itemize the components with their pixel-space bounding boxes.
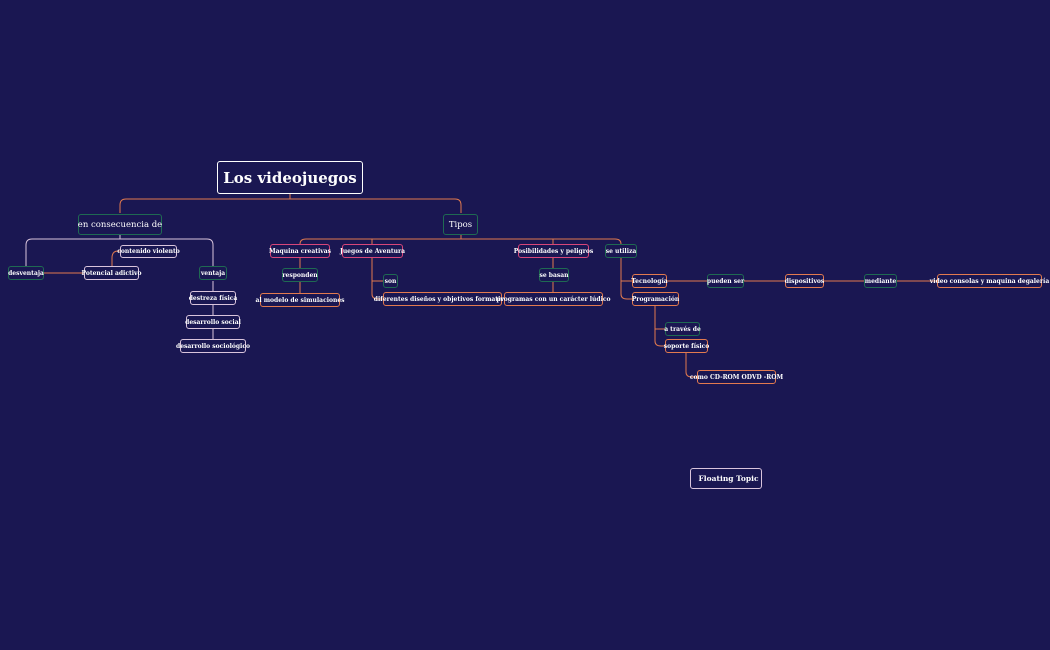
topic-pueden-ser[interactable]: pueden ser xyxy=(707,274,744,288)
topic-desarrollo-sociologico[interactable]: desarrollo sociológico xyxy=(176,339,250,353)
connector xyxy=(371,239,554,244)
branch-en-consecuencia-de[interactable]: en consecuencia de xyxy=(78,214,162,235)
connector xyxy=(654,306,665,347)
topic-destreza-fisica[interactable]: destreza física xyxy=(189,291,237,305)
topic-mediante[interactable]: mediante xyxy=(864,274,897,288)
topic-juegos-de-aventura[interactable]: Juegos de Aventura xyxy=(340,244,405,258)
connector xyxy=(620,258,632,300)
floating-topic[interactable]: Floating Topic xyxy=(690,468,762,489)
connector xyxy=(685,353,697,378)
topic-potencial-adictivo[interactable]: Potencial adictivo xyxy=(81,266,142,280)
connector xyxy=(371,258,383,300)
branch-tipos[interactable]: Tipos xyxy=(443,214,478,235)
topic-video-consolas[interactable]: video consolas y maquina degalería xyxy=(930,274,1049,288)
topic-desarrollo-social[interactable]: desarrollo social xyxy=(185,315,241,329)
connector xyxy=(25,235,214,266)
topic-son[interactable]: son xyxy=(383,274,398,288)
connector xyxy=(299,235,622,245)
topic-a-traves-de[interactable]: a través de xyxy=(664,322,701,336)
topic-modelo-simulaciones[interactable]: al modelo de simulaciones xyxy=(255,293,345,307)
topic-tecnologia[interactable]: Tecnología xyxy=(631,274,668,288)
connector xyxy=(111,250,120,266)
topic-programas-ludico[interactable]: programas con un carácter lúdico xyxy=(496,292,611,306)
topic-responden[interactable]: responden xyxy=(282,268,318,282)
topic-desventaja[interactable]: desventaja xyxy=(8,266,44,280)
topic-maquina-creativas[interactable]: Maquina creativas xyxy=(269,244,331,258)
floating-topic-label: Floating Topic xyxy=(698,474,759,483)
topic-posibilidades-peligros[interactable]: Posibilidades y peligros xyxy=(514,244,593,258)
central-topic[interactable]: Los videojuegos xyxy=(217,161,363,194)
topic-contenido-violento[interactable]: contenido violento xyxy=(117,245,180,258)
connector xyxy=(119,194,462,213)
topic-se-basan[interactable]: se basan xyxy=(539,268,569,282)
topic-programacion[interactable]: Programación xyxy=(632,292,679,306)
topic-cd-rom[interactable]: como CD-ROM ODVD -ROM xyxy=(690,370,783,384)
topic-dispositivos[interactable]: dispositivos xyxy=(785,274,824,288)
topic-ventaja[interactable]: ventaja xyxy=(199,266,227,280)
topic-se-utiliza[interactable]: se utiliza xyxy=(605,244,637,258)
topic-disenos-objetivos[interactable]: diferentes diseños y objetivos formativo… xyxy=(374,292,511,306)
topic-soporte-fisico[interactable]: soporte físico xyxy=(664,339,709,353)
